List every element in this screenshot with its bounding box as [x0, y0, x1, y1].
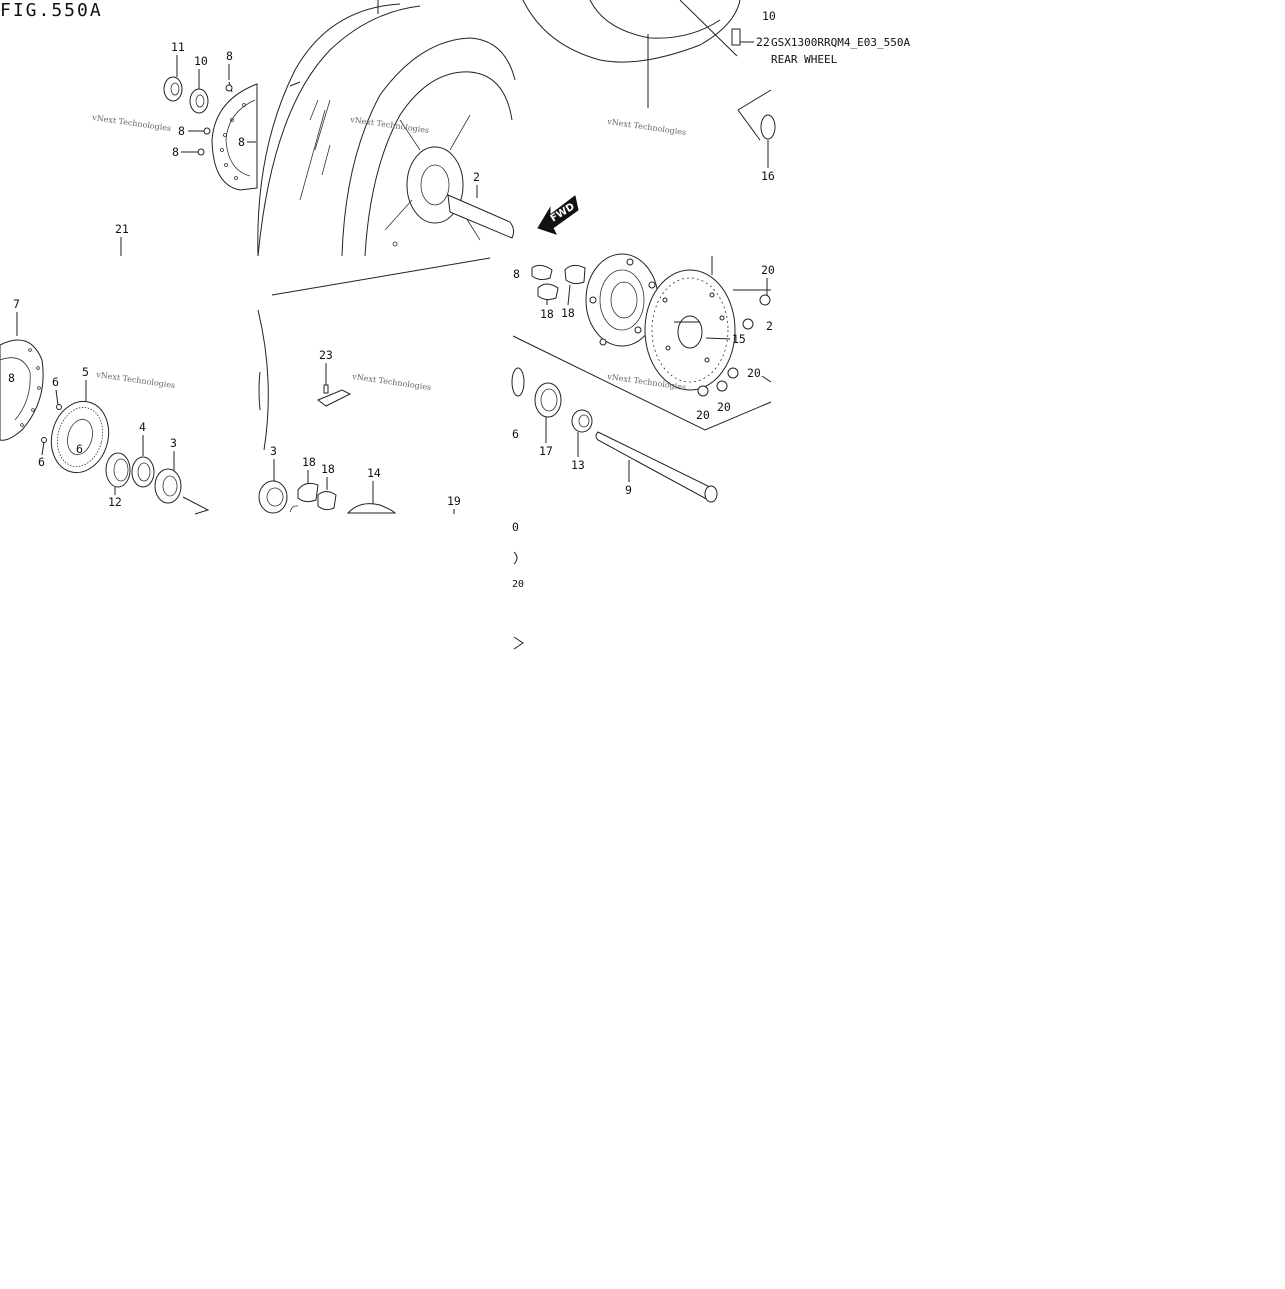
callout-8[interactable]: 8: [226, 49, 233, 63]
watermark: vNext Technologies: [91, 113, 172, 133]
callout-6[interactable]: 6: [38, 455, 45, 469]
callout-12[interactable]: 12: [108, 495, 122, 509]
callout-6[interactable]: 6: [52, 375, 59, 389]
part-washer-10[interactable]: [189, 88, 209, 114]
callout-18[interactable]: 18: [321, 462, 335, 476]
part-sprocket-carrier[interactable]: [585, 253, 659, 347]
callout-0[interactable]: 0: [512, 520, 519, 534]
tile-top-right: 10 22 16 FWD vNext Technologies: [522, 0, 776, 235]
tile-middle-left: 21 7 8 6 5 6 6: [0, 222, 210, 515]
part-sensor-ring-5[interactable]: [44, 395, 117, 479]
callout-4[interactable]: 4: [139, 420, 146, 434]
callout-8[interactable]: 8: [178, 124, 185, 138]
watermark: vNext Technologies: [351, 372, 432, 392]
callout-20[interactable]: 20: [747, 366, 761, 380]
part-bolt-8[interactable]: [181, 81, 233, 156]
part-bolt-6[interactable]: [56, 404, 62, 410]
callout-22[interactable]: 22: [756, 35, 770, 49]
callout-8[interactable]: 8: [172, 145, 179, 159]
callout-18[interactable]: 18: [561, 306, 575, 320]
tile-middle-center: 23 3 18 18 14 19: [257, 257, 491, 514]
callout-14[interactable]: 14: [367, 466, 381, 480]
callout-10[interactable]: 10: [762, 9, 776, 23]
callout-20[interactable]: 20: [761, 263, 775, 277]
callout-6[interactable]: 6: [76, 442, 83, 456]
callout-18[interactable]: 18: [302, 455, 316, 469]
callout-17[interactable]: 17: [539, 444, 553, 458]
watermark: vNext Technologies: [95, 370, 176, 390]
figure-title: FIG.550A: [0, 0, 103, 21]
part-bearing-3b[interactable]: [258, 480, 288, 514]
part-spacer-12[interactable]: [105, 452, 131, 488]
part-bearing-3[interactable]: [154, 468, 182, 504]
tile-bottom-fragment: 0 20: [512, 520, 524, 650]
callout-2[interactable]: 2: [473, 170, 480, 184]
watermark: vNext Technologies: [349, 115, 430, 135]
part-sprocket[interactable]: [644, 269, 736, 391]
callout-2[interactable]: 2: [766, 319, 773, 333]
part-weight-23[interactable]: [317, 384, 352, 407]
callout-11[interactable]: 11: [171, 40, 185, 54]
callout-21[interactable]: 21: [115, 222, 129, 236]
callout-20[interactable]: 20: [717, 400, 731, 414]
tile-middle-right: 8 18 18: [511, 253, 775, 503]
part-oil-seal-4[interactable]: [131, 456, 155, 488]
model-code: GSX1300RRQM4_E03_550A: [771, 36, 911, 49]
tile-top-left: 11 10 8 8 8 8 2 vNext Technologies vNext…: [91, 0, 516, 257]
part-nut-11[interactable]: [163, 76, 183, 102]
callout-18[interactable]: 18: [540, 307, 554, 321]
part-seal-17[interactable]: [534, 382, 562, 418]
part-brake-disc[interactable]: [211, 83, 258, 191]
part-nut-20[interactable]: [697, 294, 771, 397]
watermark: vNext Technologies: [606, 117, 687, 137]
part-damper-18[interactable]: [289, 482, 337, 513]
callout-15[interactable]: 15: [732, 332, 746, 346]
callout-13[interactable]: 13: [571, 458, 585, 472]
part-brake-disc-7[interactable]: [0, 339, 44, 441]
callout-8[interactable]: 8: [513, 267, 520, 281]
callout-9[interactable]: 9: [625, 483, 632, 497]
callout-3[interactable]: 3: [170, 436, 177, 450]
callout-6[interactable]: 6: [512, 427, 519, 441]
part-hub-14[interactable]: [346, 503, 397, 514]
callout-20[interactable]: 20: [512, 579, 524, 590]
callout-19[interactable]: 19: [447, 494, 461, 508]
callout-8[interactable]: 8: [238, 135, 245, 149]
part-axle-9[interactable]: [595, 431, 718, 503]
callout-5[interactable]: 5: [82, 365, 89, 379]
part-rear-wheel-tyre[interactable]: [257, 0, 516, 257]
callout-10[interactable]: 10: [194, 54, 208, 68]
part-valve-22[interactable]: [731, 28, 754, 46]
section-name: REAR WHEEL: [771, 53, 838, 66]
fwd-arrow-icon: FWD: [537, 195, 579, 235]
part-collar-13[interactable]: [571, 409, 593, 433]
part-bearing-16[interactable]: [737, 89, 776, 141]
part-damper-18b[interactable]: [531, 264, 586, 301]
callout-8[interactable]: 8: [8, 371, 15, 385]
callout-7[interactable]: 7: [13, 297, 20, 311]
callout-20[interactable]: 20: [696, 408, 710, 422]
callout-16[interactable]: 16: [761, 169, 775, 183]
callout-23[interactable]: 23: [319, 348, 333, 362]
callout-3[interactable]: 3: [270, 444, 277, 458]
part-bearing-6[interactable]: [511, 367, 525, 397]
